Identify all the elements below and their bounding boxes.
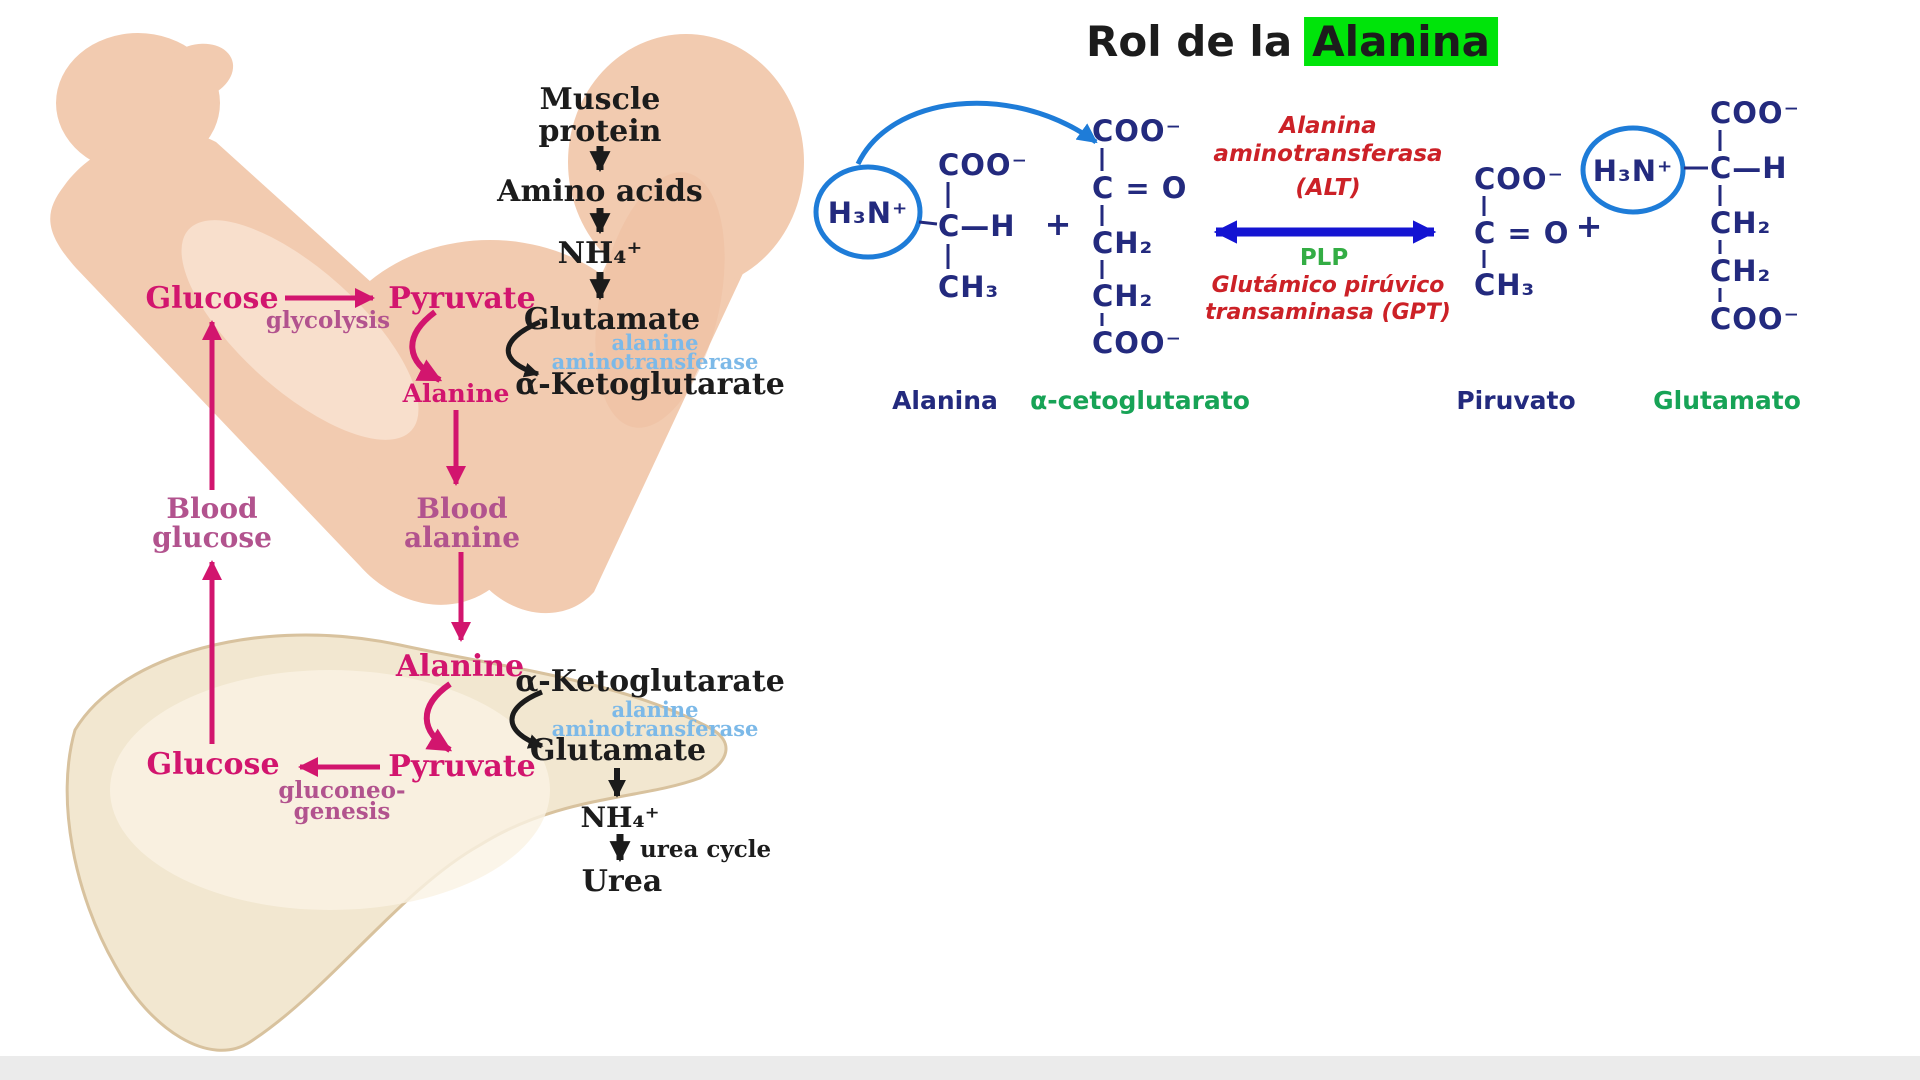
gluconeogenesis-line1: gluconeo- (278, 777, 406, 804)
urea-label: Urea (581, 864, 663, 899)
enzyme-name-line2: aminotransferasa (1213, 141, 1443, 167)
glutamato-name-label: Glutamato (1653, 386, 1801, 415)
glutamato-ch2a: CH₂ (1710, 206, 1772, 240)
enzyme-name-line1: Alanina (1279, 113, 1377, 139)
amino-group-circle-alanina (813, 164, 923, 260)
piruvato-co: C = O (1474, 216, 1570, 250)
glutamate-muscle-label: Glutamate (523, 302, 701, 337)
alanina-ch: C—H (938, 209, 1016, 243)
amino-group-circle-glutamato (1580, 125, 1686, 215)
cetoglutarato-name-label: α-cetoglutarato (1030, 386, 1250, 415)
blood-glucose-line2: glucose (152, 521, 272, 554)
alanina-name-label: Alanina (892, 386, 998, 415)
slide-footer-strip (0, 1056, 1920, 1080)
title-prefix: Rol de la (1086, 17, 1293, 66)
enzyme-muscle-line2: aminotransferase (551, 349, 759, 374)
enzyme-liver-line1: alanine (611, 697, 699, 722)
glutamato-ch2b: CH₂ (1710, 254, 1772, 288)
arm-illustration (50, 33, 804, 614)
blood-glucose-line1: Blood (166, 492, 258, 525)
pink-arrows (202, 288, 471, 777)
alanina-ch3: CH₃ (938, 270, 1000, 304)
black-arrows (505, 319, 631, 863)
glutamato-coo-bottom: COO⁻ (1710, 302, 1800, 336)
piruvato-coo: COO⁻ (1474, 162, 1564, 196)
amino-transfer-arrow (855, 100, 1098, 166)
glucose-muscle-label: Glucose (145, 281, 279, 316)
alpha-ketoglutarate-liver-label: α-Ketoglutarate (515, 664, 785, 699)
ammonium-liver-label: NH₄⁺ (580, 801, 660, 834)
cetoglutarato-ch2a: CH₂ (1092, 226, 1154, 260)
glutamate-liver-label: Glutamate (529, 733, 707, 768)
plus-sign-right: + (1575, 207, 1603, 245)
arrow-alanine-to-pyruvate-liver (423, 681, 453, 753)
alanine-liver-label: Alanine (395, 649, 525, 684)
gluconeogenesis-line2: genesis (293, 798, 391, 825)
arrow-akg-to-glutamate-liver (509, 689, 544, 749)
title-highlight: Alanina (1304, 17, 1498, 66)
plus-sign-left: + (1044, 205, 1072, 243)
cetoglutarato-co: C = O (1092, 171, 1188, 205)
blood-alanine-line1: Blood (416, 492, 508, 525)
glucose-liver-label: Glucose (146, 747, 280, 782)
ammonium-muscle-label: NH₄⁺ (557, 236, 643, 271)
glutamato-ch: C—H (1710, 151, 1788, 185)
enzyme-liver-line2: aminotransferase (551, 716, 759, 741)
plp-cofactor-label: PLP (1299, 245, 1349, 271)
bonds (918, 130, 1722, 326)
alanine-muscle-label: Alanine (402, 379, 510, 408)
piruvato-ch3: CH₃ (1474, 268, 1536, 302)
glycolysis-label: glycolysis (265, 307, 391, 334)
urea-cycle-label: urea cycle (640, 836, 772, 863)
glutamato-amino-group: H₃N⁺ (1592, 154, 1674, 188)
reaction-graphics (813, 100, 1722, 326)
enzyme-synonym-line2: transaminasa (GPT) (1205, 300, 1451, 325)
muscle-protein-line2: protein (538, 114, 662, 149)
enzyme-name-line3: (ALT) (1295, 175, 1361, 201)
alpha-ketoglutarate-muscle-label: α-Ketoglutarate (515, 367, 785, 402)
glutamato-coo-top: COO⁻ (1710, 96, 1800, 130)
cetoglutarato-coo-top: COO⁻ (1092, 114, 1182, 148)
cetoglutarato-coo-bottom: COO⁻ (1092, 326, 1182, 360)
piruvato-name-label: Piruvato (1456, 386, 1576, 415)
enzyme-muscle-line1: alanine (611, 330, 699, 355)
enzyme-synonym-line1: Glutámico pirúvico (1211, 273, 1445, 298)
pyruvate-muscle-label: Pyruvate (388, 281, 536, 316)
amino-acids-label: Amino acids (497, 174, 703, 209)
arrow-pyruvate-to-alanine-muscle (409, 309, 443, 383)
pyruvate-liver-label: Pyruvate (388, 749, 536, 784)
arrow-glutamate-to-akg-muscle (505, 319, 541, 378)
blood-alanine-line2: alanine (403, 521, 521, 554)
alanina-coo: COO⁻ (938, 148, 1028, 182)
alanina-amino-group: H₃N⁺ (827, 196, 909, 230)
muscle-protein-line1: Muscle (539, 82, 661, 117)
cetoglutarato-ch2b: CH₂ (1092, 279, 1154, 313)
